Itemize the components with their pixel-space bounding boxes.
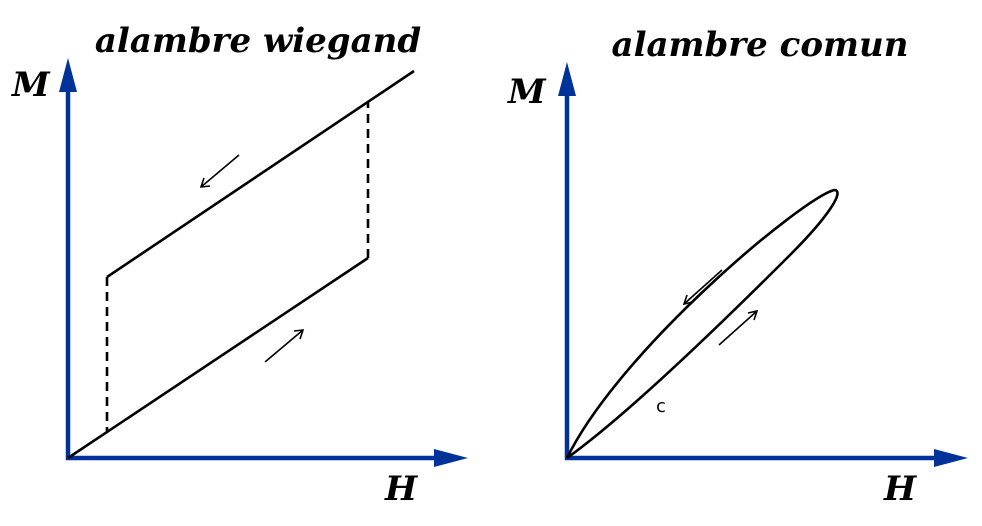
left-lower-branch (67, 256, 369, 460)
left-upper-branch (106, 69, 415, 279)
left-y-axis-arrowhead (59, 58, 77, 92)
right-panel-title: alambre comun (612, 25, 909, 65)
left-panel-title: alambre wiegand (95, 21, 421, 61)
left-up-arrow (264, 329, 305, 363)
right-up-arrow (718, 309, 759, 346)
left-y-axis-label: M (11, 65, 51, 105)
right-y-axis-arrowhead (558, 62, 576, 96)
left-down-arrow (199, 154, 240, 188)
right-y-axis-label: M (507, 72, 547, 112)
left-x-axis-label: H (384, 469, 419, 509)
right-down-arrow (682, 269, 723, 306)
left-panel: alambre wiegand M H (11, 21, 468, 509)
right-x-axis-arrowhead (934, 449, 968, 467)
right-x-axis-label: H (883, 469, 918, 509)
right-panel: alambre comun M H c (507, 25, 968, 509)
right-curve-label: c (656, 396, 666, 417)
left-x-axis-arrowhead (434, 449, 468, 467)
right-hysteresis-loop (565, 188, 839, 460)
